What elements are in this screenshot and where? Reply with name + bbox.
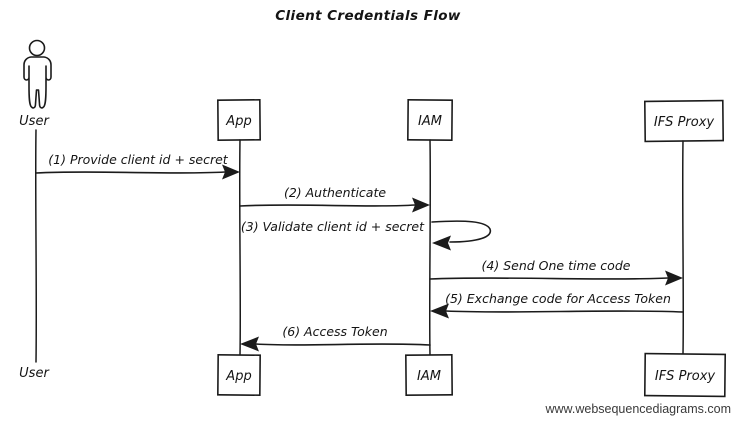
iam-label-bottom: IAM: [417, 369, 441, 384]
message-5-arrowhead: [430, 303, 449, 319]
user-lifeline: [34, 129, 38, 363]
ifs-proxy-label-top: IFS Proxy: [654, 115, 715, 130]
iam-box-top: IAM: [407, 99, 453, 141]
app-label-bottom: App: [225, 369, 251, 384]
app-label-top: App: [225, 114, 251, 129]
user-label-bottom: User: [19, 366, 50, 381]
message-1: (1) Provide client id + secret: [35, 152, 240, 180]
message-6: (6) Access Token: [240, 324, 431, 352]
app-box-top: App: [217, 99, 261, 141]
message-2: (2) Authenticate: [239, 185, 430, 213]
message-3: (3) Validate client id + secret: [241, 219, 492, 251]
message-2-label: (2) Authenticate: [284, 185, 386, 200]
app-box-bottom: App: [217, 354, 261, 396]
iam-lifeline: [428, 139, 432, 356]
message-3-label: (3) Validate client id + secret: [241, 219, 425, 234]
ifs-proxy-label-bottom: IFS Proxy: [655, 369, 716, 384]
message-5: (5) Exchange code for Access Token: [430, 291, 684, 319]
ifs-proxy-box-bottom: IFS Proxy: [643, 352, 727, 398]
message-4-arrowhead: [665, 270, 683, 286]
diagram-title: Client Credentials Flow: [275, 8, 461, 24]
message-5-label: (5) Exchange code for Access Token: [445, 291, 671, 306]
message-4-label: (4) Send One time code: [482, 258, 631, 273]
user-actor-icon: [23, 39, 52, 109]
ifs-proxy-lifeline: [681, 140, 685, 355]
iam-label-top: IAM: [418, 114, 442, 129]
iam-box-bottom: IAM: [405, 353, 453, 397]
message-1-label: (1) Provide client id + secret: [48, 152, 229, 167]
watermark-text: www.websequencediagrams.com: [544, 402, 731, 416]
user-label-top: User: [19, 114, 50, 129]
message-1-arrowhead: [222, 164, 240, 180]
message-6-arrowhead: [240, 336, 259, 352]
message-2-arrowhead: [412, 197, 430, 213]
app-lifeline: [238, 139, 242, 356]
message-4: (4) Send One time code: [429, 258, 683, 286]
ifs-proxy-box-top: IFS Proxy: [643, 99, 725, 143]
message-3-arrowhead: [432, 235, 451, 251]
message-6-label: (6) Access Token: [282, 324, 387, 339]
